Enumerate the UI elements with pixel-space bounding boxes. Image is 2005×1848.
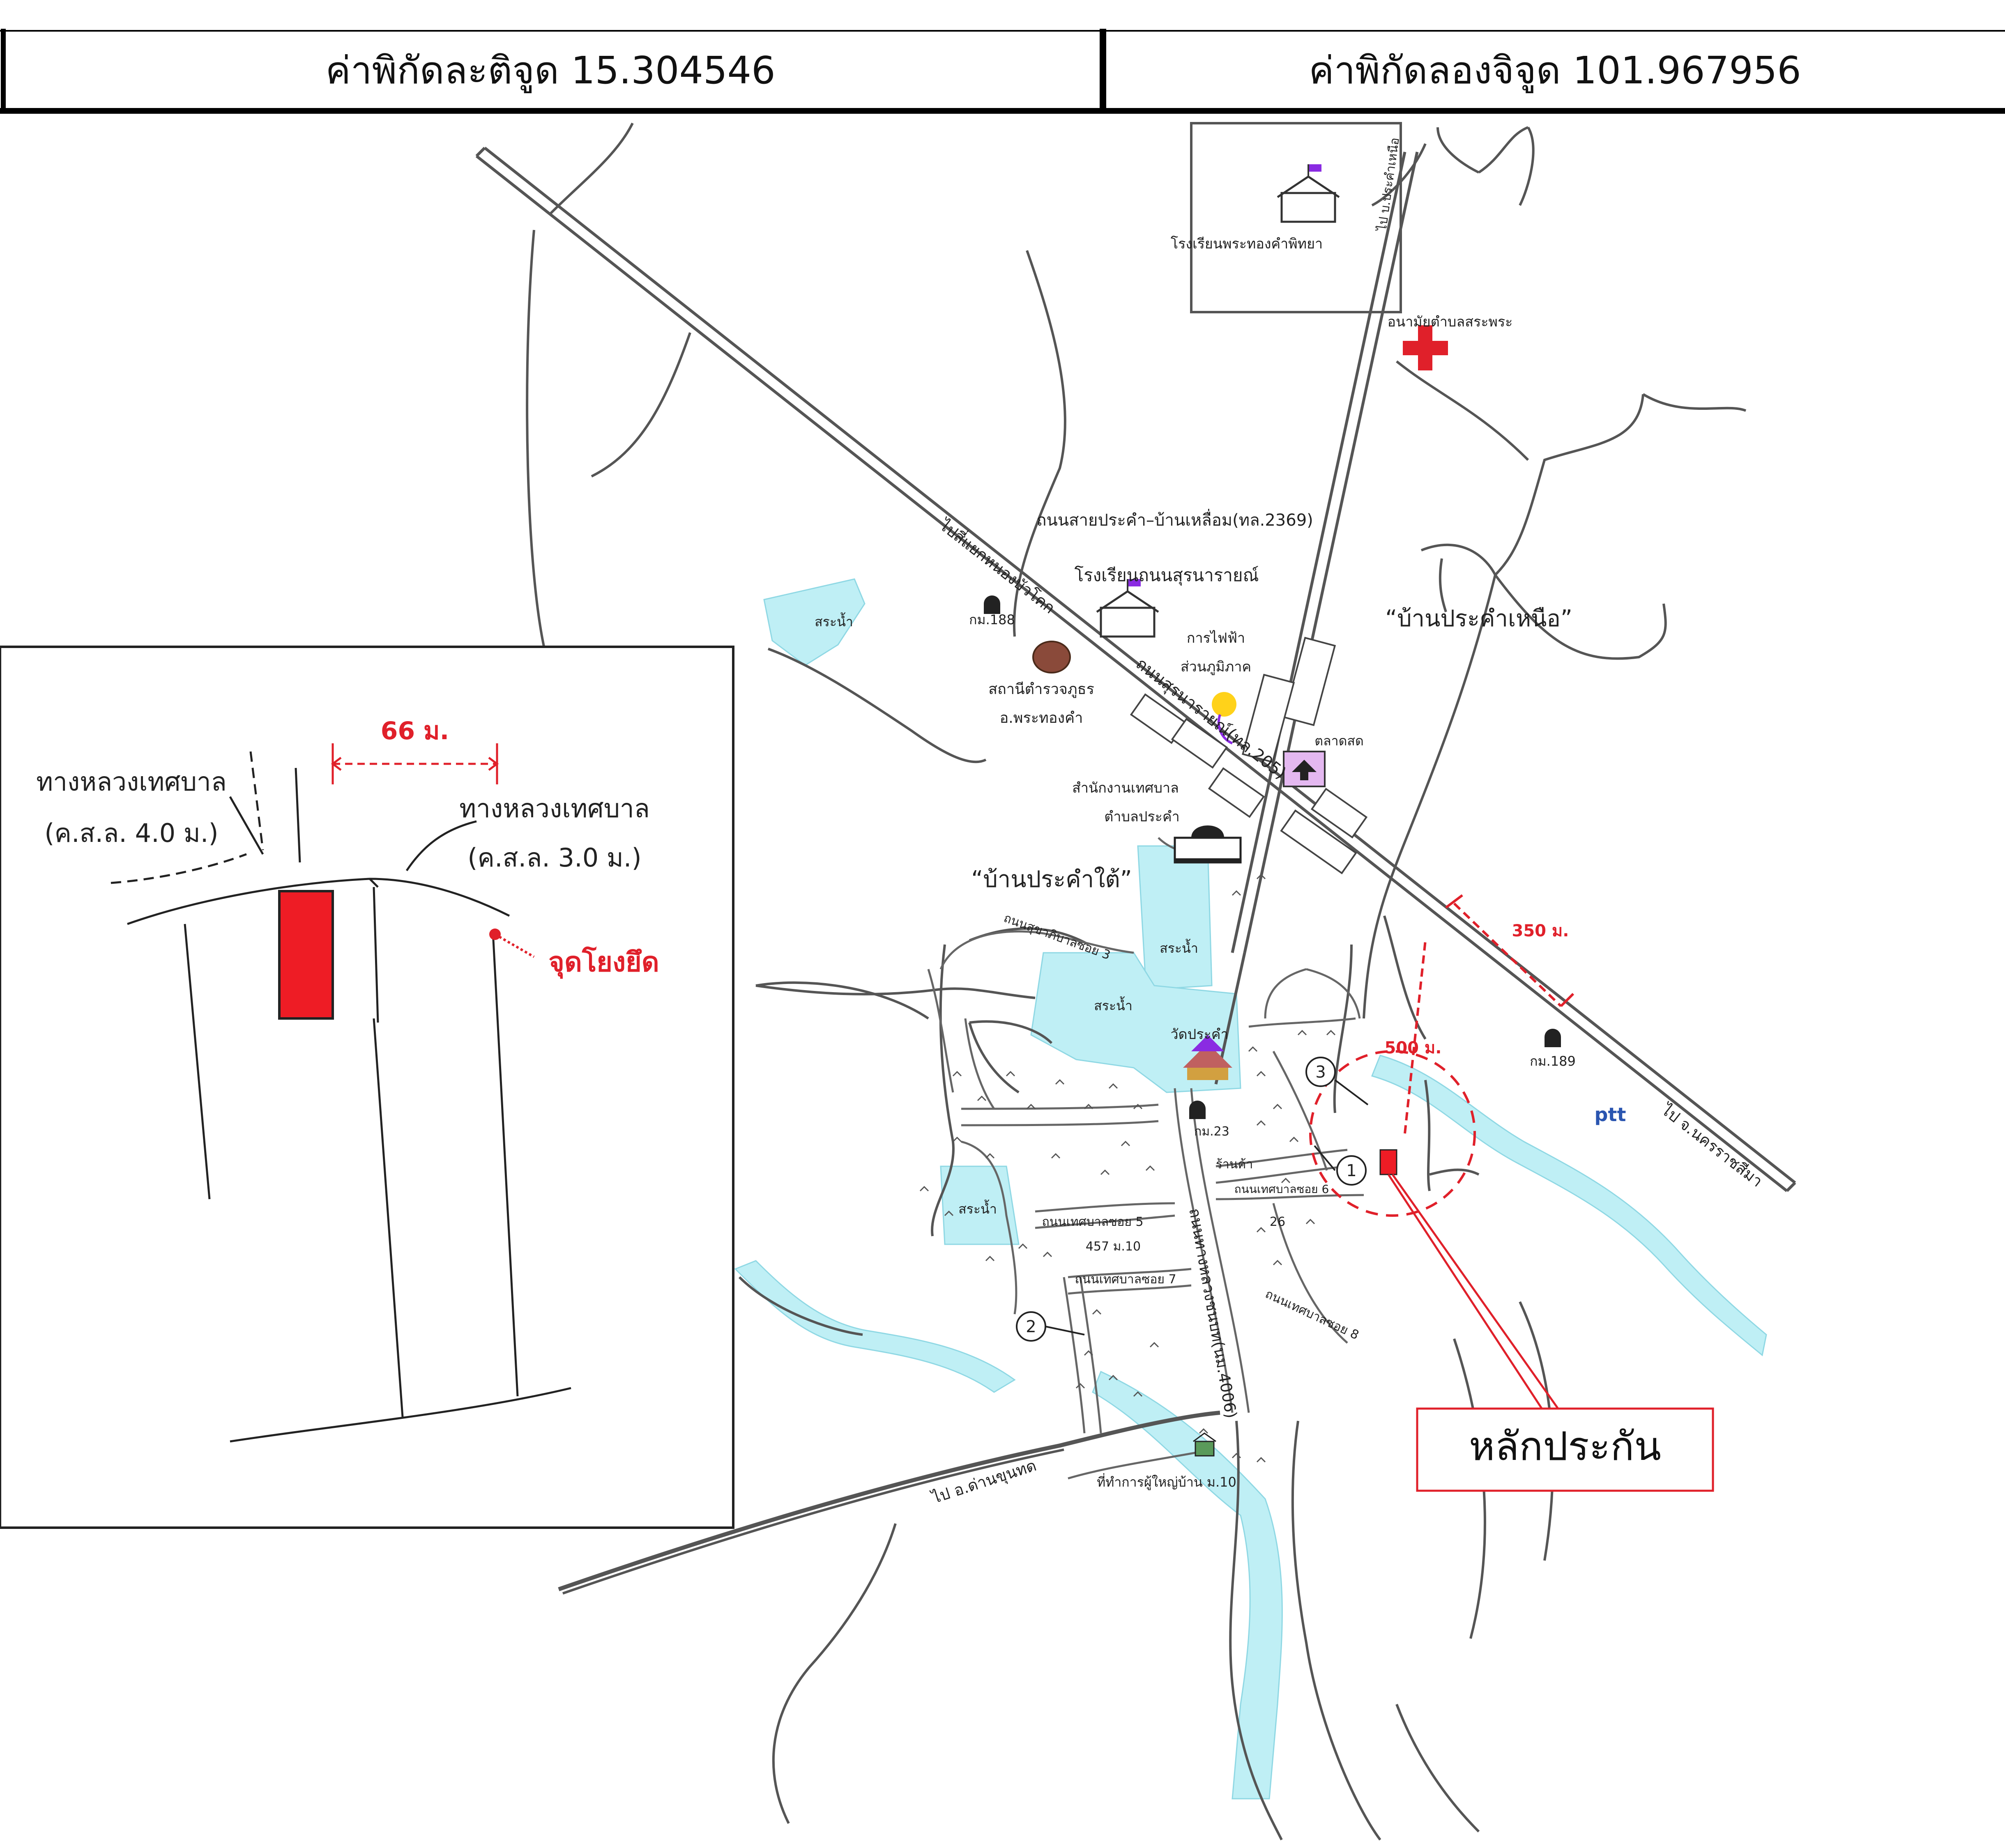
longitude-label: ค่าพิกัดลองจิจูด 101.967956 <box>1309 48 1801 92</box>
house-markers <box>919 873 1336 1463</box>
dist-500-label: 500 ม. <box>1385 1039 1442 1057</box>
inset-distance-label: 66 ม. <box>381 717 449 745</box>
police-station-icon <box>1032 641 1071 673</box>
collateral-box <box>1416 1407 1714 1492</box>
inset-road-left-width: (ค.ส.ล. 4.0 ม.) <box>44 818 218 848</box>
km188-label: กม.188 <box>969 612 1015 627</box>
village-roads <box>927 837 1364 1480</box>
collateral-leader <box>1387 1174 1562 1414</box>
market-label: ตลาดสด <box>1314 733 1363 749</box>
marker-3: 3 <box>1315 1063 1326 1082</box>
soi7-label: ถนนเทศบาลซอย 7 <box>1075 1272 1176 1287</box>
market-buildings <box>1130 637 1368 874</box>
soi5-label: ถนนเทศบาลซอย 5 <box>1042 1215 1143 1229</box>
inset-road-left-label: ทางหลวงเทศบาล <box>36 767 227 797</box>
ptt-label: ptt <box>1595 1103 1626 1126</box>
electricity-label: การไฟฟ้า <box>1187 630 1245 646</box>
inset-road-right-width: (ค.ส.ล. 3.0 ม.) <box>467 843 641 873</box>
health-center-label: อนามัยตำบลสระพระ <box>1388 314 1513 330</box>
km189-label: กม.189 <box>1530 1053 1576 1069</box>
pond-temple <box>1030 952 1241 1093</box>
minor-roads <box>526 122 1747 1841</box>
school-icon <box>1277 164 1340 223</box>
municipal-office-icon <box>1174 825 1242 864</box>
pond-temple-label: สระน้ำ <box>1094 996 1133 1014</box>
pond-southwest-label: สระน้ำ <box>958 1200 997 1217</box>
inset-reference-label: จุดโยงยึด <box>548 946 659 979</box>
house-457-label: 457 ม.10 <box>1086 1239 1141 1254</box>
school-surin-icon <box>1096 579 1159 638</box>
shop-label: ร้านค้า <box>1216 1157 1253 1172</box>
school-north-label: โรงเรียนพระทองคำพิทยา <box>1171 236 1323 252</box>
pond-municipal <box>1137 845 1213 991</box>
stream-east <box>1371 1055 1767 1356</box>
inset-map: 66 ม. ทางหลวงเทศบาล (ค.ส.ล. 4.0 ม.) ทางห… <box>0 646 734 1529</box>
coordinate-header: ค่าพิกัดละติจูด 15.304546 ค่าพิกัดลองจิจ… <box>0 0 2005 117</box>
stream-west <box>734 1260 1016 1393</box>
pond-municipal-label: สระน้ำ <box>1160 939 1198 956</box>
temple-icon <box>1183 1035 1232 1080</box>
village-head-icon <box>1193 1432 1216 1457</box>
km23-label: กม.23 <box>1194 1124 1229 1139</box>
municipal-label-2: ตำบลประคำ <box>1104 809 1180 825</box>
house-26-label: 26 <box>1270 1215 1285 1229</box>
collateral-label: หลักประกัน <box>1469 1423 1661 1469</box>
school-compound <box>1190 122 1402 313</box>
village-south-label: “บ้านประคำใต้” <box>971 866 1132 893</box>
highway-205 <box>475 147 1796 1192</box>
village-north-label: “บ้านประคำเหนือ” <box>1385 605 1572 632</box>
radius-500m-circle <box>1309 1050 1476 1217</box>
km-post-icons <box>984 595 1561 1119</box>
numbered-markers: 1 2 3 <box>1016 1057 1369 1342</box>
municipal-label: สำนักงานเทศบาล <box>1072 780 1179 796</box>
village-head-label: ที่ทำการผู้ใหญ่บ้าน ม.10 <box>1097 1473 1236 1490</box>
collateral-marker <box>1379 1149 1397 1175</box>
dist-350-label: 350 ม. <box>1512 922 1569 940</box>
inset-collateral-plot <box>278 890 334 1020</box>
soi8-label: ถนนเทศบาลซอย 8 <box>1263 1287 1361 1342</box>
pond-northwest-label: สระน้ำ <box>815 612 853 630</box>
electricity-label-2: ส่วนภูมิภาค <box>1181 659 1251 675</box>
marker-1: 1 <box>1346 1161 1356 1180</box>
police-label-2: อ.พระทองคำ <box>1000 710 1083 726</box>
temple-label: วัดประคำ <box>1170 1026 1228 1043</box>
soi6-label: ถนนเทศบาลซอย 6 <box>1234 1182 1329 1196</box>
pond-northwest <box>763 578 866 666</box>
stream-south <box>1092 1370 1283 1800</box>
latitude-label: ค่าพิกัดละติจูด 15.304546 <box>325 48 776 92</box>
reference-point-dot <box>489 929 501 940</box>
police-label: สถานีตำรวจภูธร <box>988 681 1094 698</box>
distance-350m <box>1404 894 1575 1134</box>
marker-2: 2 <box>1026 1317 1036 1336</box>
health-center-icon <box>1403 325 1448 370</box>
market-icon <box>1283 751 1326 787</box>
school-surin-label: โรงเรียนถนนสุรนารายณ์ <box>1075 565 1259 586</box>
electricity-icon <box>1212 692 1236 745</box>
pond-southwest <box>940 1165 1020 1245</box>
inset-road-right-label: ทางหลวงเทศบาล <box>459 793 650 823</box>
water-features <box>734 578 1767 1800</box>
road-prakham-label: ถนนสายประคำ–บ้านเหลื่อม(ทล.2369) <box>1036 509 1313 530</box>
header-frame <box>0 29 2005 114</box>
